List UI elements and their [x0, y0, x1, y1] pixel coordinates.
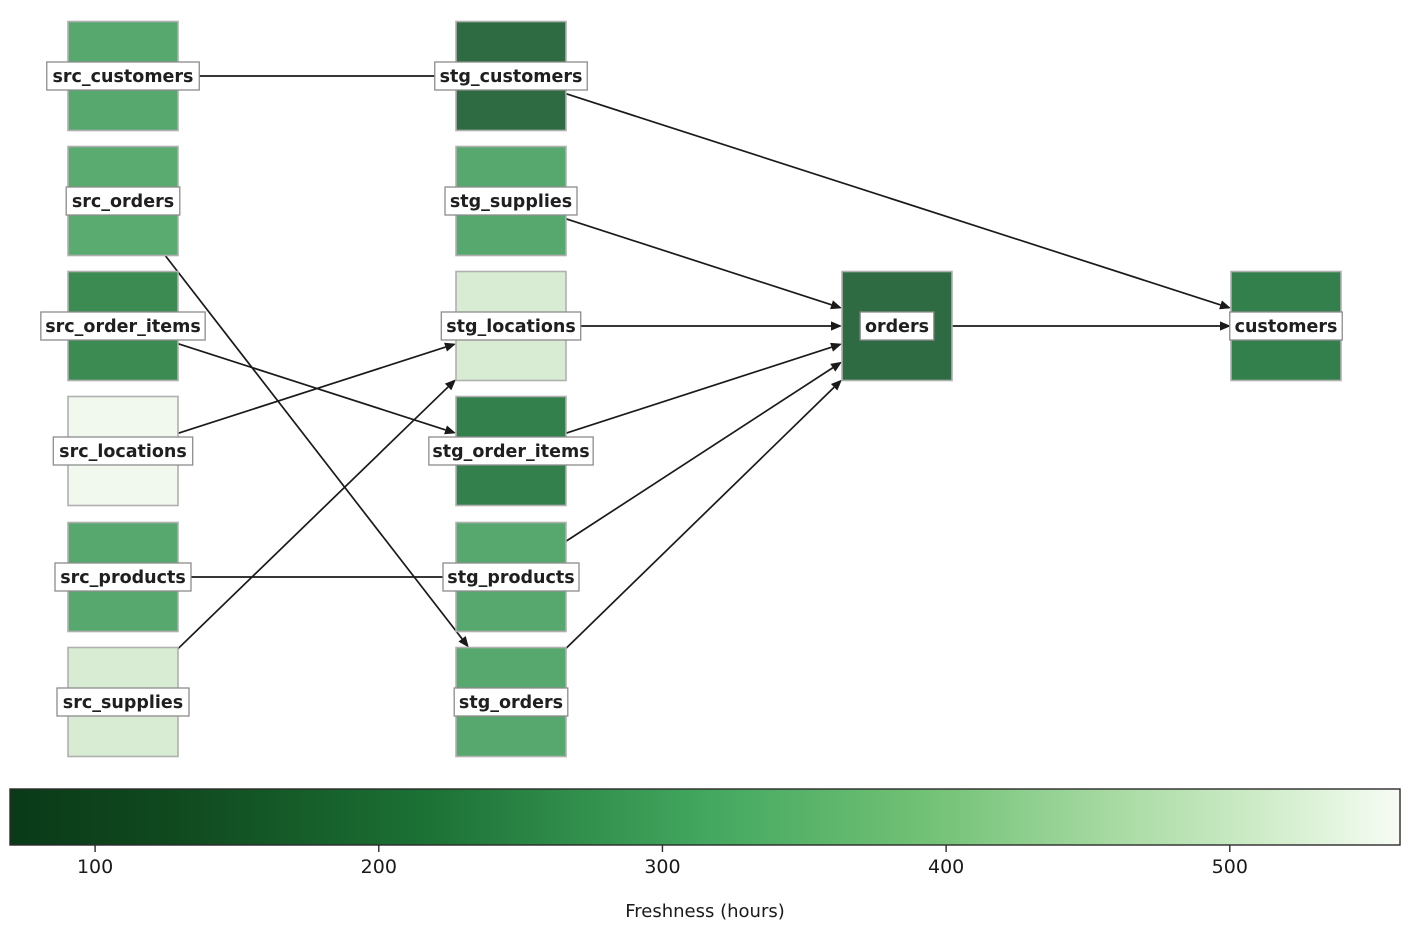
edge-src_locations-to-stg_locations — [177, 346, 446, 435]
arrowhead-src_orders-to-stg_orders — [458, 635, 469, 648]
node-label-stg_order_items: stg_order_items — [432, 442, 589, 462]
colorbar: 100 200 300 400 500 Freshness (hours) — [9, 788, 1401, 922]
node-label-src_orders: src_orders — [72, 192, 174, 212]
node-label-stg_customers: stg_customers — [440, 67, 583, 87]
arrowhead-src_supplies-to-stg_locations — [444, 379, 456, 391]
node-stg_products[interactable]: stg_products — [442, 521, 580, 633]
node-label-box-stg_order_items — [428, 436, 594, 466]
edge-stg_supplies-to-orders — [565, 218, 832, 306]
node-label-stg_supplies: stg_supplies — [450, 192, 572, 212]
node-label-box-stg_customers — [434, 61, 588, 91]
arrowhead-stg_supplies-to-orders — [830, 300, 842, 310]
edge-stg_order_items-to-orders — [565, 346, 832, 434]
colorbar-gradient — [10, 789, 1400, 845]
node-label-src_products: src_products — [60, 568, 186, 588]
node-stg_orders[interactable]: stg_orders — [453, 646, 569, 758]
edge-stg_orders-to-orders — [565, 386, 835, 650]
node-label-src_supplies: src_supplies — [63, 693, 183, 713]
colorbar-ticklabel-100: 100 — [77, 856, 113, 878]
node-stg_customers[interactable]: stg_customers — [434, 20, 588, 132]
arrowhead-stg_products-to-orders — [830, 361, 842, 372]
arrowhead-src_order_items-to-stg_order_items — [444, 425, 456, 435]
node-src_order_items[interactable]: src_order_items — [40, 270, 206, 382]
arrowhead-src_locations-to-stg_locations — [444, 342, 456, 352]
colorbar-title: Freshness (hours) — [625, 901, 785, 922]
colorbar-ticklabel-200: 200 — [361, 856, 397, 878]
edge-src_orders-to-stg_orders — [164, 254, 463, 640]
node-label-orders: orders — [865, 317, 929, 337]
node-label-box-stg_orders — [453, 687, 569, 717]
node-label-src_locations: src_locations — [59, 442, 187, 462]
node-stg_locations[interactable]: stg_locations — [440, 270, 582, 382]
edge-stg_customers-to-customers — [565, 92, 1221, 306]
colorbar-ticklabel-500: 500 — [1212, 856, 1248, 878]
arrowhead-orders-to-customers — [1220, 321, 1231, 331]
colorbar-ticklabel-400: 400 — [928, 856, 964, 878]
node-label-box-src_products — [54, 562, 192, 592]
node-src_locations[interactable]: src_locations — [52, 395, 194, 507]
node-label-box-src_locations — [52, 436, 194, 466]
node-stg_supplies[interactable]: stg_supplies — [444, 145, 578, 257]
node-label-src_order_items: src_order_items — [45, 317, 200, 337]
arrowhead-stg_locations-to-orders — [831, 321, 842, 331]
node-label-box-src_orders — [65, 186, 181, 216]
colorbar-frame — [9, 788, 1401, 846]
node-label-box-src_order_items — [40, 311, 206, 341]
nodes-layer: src_customers src_orders src_order_itemssr… — [40, 20, 1343, 758]
colorbar-ticks: 100 200 300 400 500 — [77, 845, 1248, 878]
node-label-box-customers — [1229, 311, 1343, 341]
edge-src_order_items-to-stg_order_items — [177, 342, 446, 431]
node-label-customers: customers — [1235, 317, 1338, 337]
edge-src_supplies-to-stg_locations — [177, 386, 449, 650]
arrowhead-stg_customers-to-customers — [1219, 300, 1231, 310]
edge-stg_products-to-orders — [565, 367, 834, 542]
node-customers[interactable]: customers — [1229, 270, 1343, 382]
node-label-stg_products: stg_products — [447, 568, 574, 588]
node-src_supplies[interactable]: src_supplies — [56, 646, 190, 758]
node-label-src_customers: src_customers — [53, 67, 194, 87]
node-label-box-stg_locations — [440, 311, 582, 341]
node-src_orders[interactable]: src_orders — [65, 145, 181, 257]
node-src_customers[interactable]: src_customers — [46, 20, 200, 132]
node-label-box-stg_supplies — [444, 186, 578, 216]
node-label-box-src_customers — [46, 61, 200, 91]
node-label-box-orders — [859, 311, 935, 341]
node-stg_order_items[interactable]: stg_order_items — [428, 395, 594, 507]
node-label-box-src_supplies — [56, 687, 190, 717]
node-label-box-stg_products — [442, 562, 580, 592]
arrowhead-stg_order_items-to-orders — [830, 342, 842, 352]
node-orders[interactable]: orders — [841, 270, 953, 382]
colorbar-ticklabel-300: 300 — [644, 856, 680, 878]
node-label-stg_locations: stg_locations — [446, 317, 576, 337]
node-label-stg_orders: stg_orders — [459, 693, 563, 713]
arrowhead-stg_orders-to-orders — [830, 379, 842, 391]
node-src_products[interactable]: src_products — [54, 521, 192, 633]
edges-layer — [164, 71, 1231, 650]
